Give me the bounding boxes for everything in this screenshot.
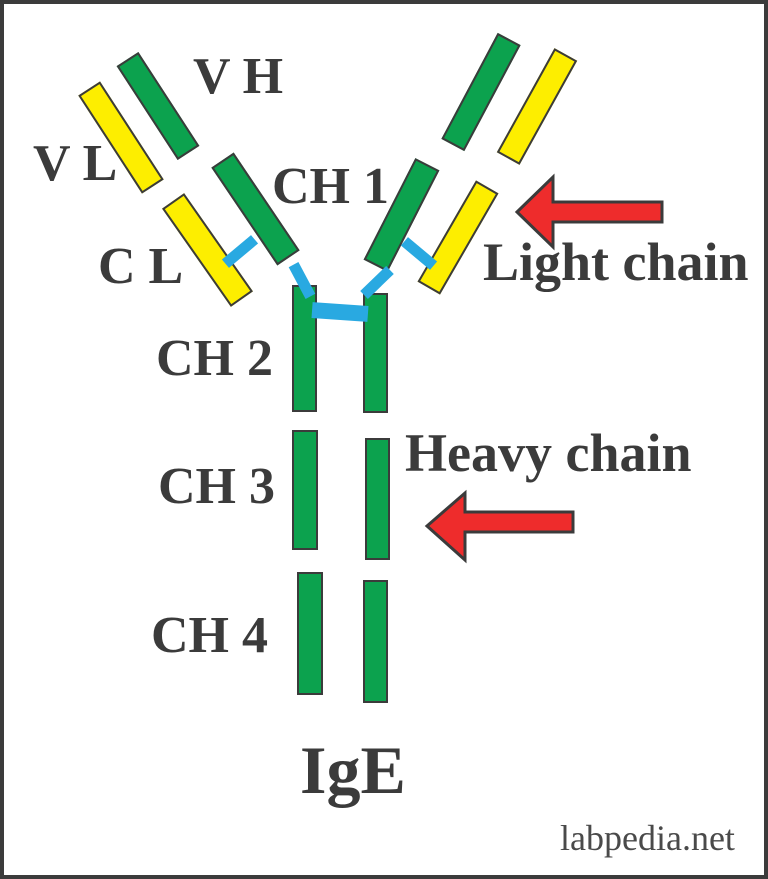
cl-label: C L xyxy=(98,238,184,295)
heavy-chain-arrow-shape xyxy=(424,489,575,564)
light-chain-arrow-shape xyxy=(514,173,664,251)
ch3-left-bar xyxy=(292,430,318,550)
ch1-label: CH 1 xyxy=(272,158,389,215)
vl-label: V L xyxy=(33,135,118,192)
ch3-right-bar xyxy=(365,438,390,560)
ch3-label: CH 3 xyxy=(158,458,275,515)
ch2-label: CH 2 xyxy=(156,330,273,387)
heavy-chain-label: Heavy chain xyxy=(405,423,692,483)
heavy-chain-arrow-icon xyxy=(424,489,575,564)
watermark-text: labpedia.net xyxy=(560,818,735,858)
ch4-left-bar xyxy=(297,572,323,695)
vh-label: V H xyxy=(193,48,284,105)
disulfide-bond-crossbar xyxy=(311,302,369,322)
light-chain-label: Light chain xyxy=(483,232,749,292)
disulfide-bond-cl-ch1-left xyxy=(221,234,259,268)
ch4-label: CH 4 xyxy=(151,607,268,664)
ch4-right-bar xyxy=(363,580,388,703)
light-chain-arrow-icon xyxy=(514,173,664,251)
diagram-title: IgE xyxy=(300,732,406,808)
disulfide-bond-cl-ch1-right xyxy=(400,236,438,270)
